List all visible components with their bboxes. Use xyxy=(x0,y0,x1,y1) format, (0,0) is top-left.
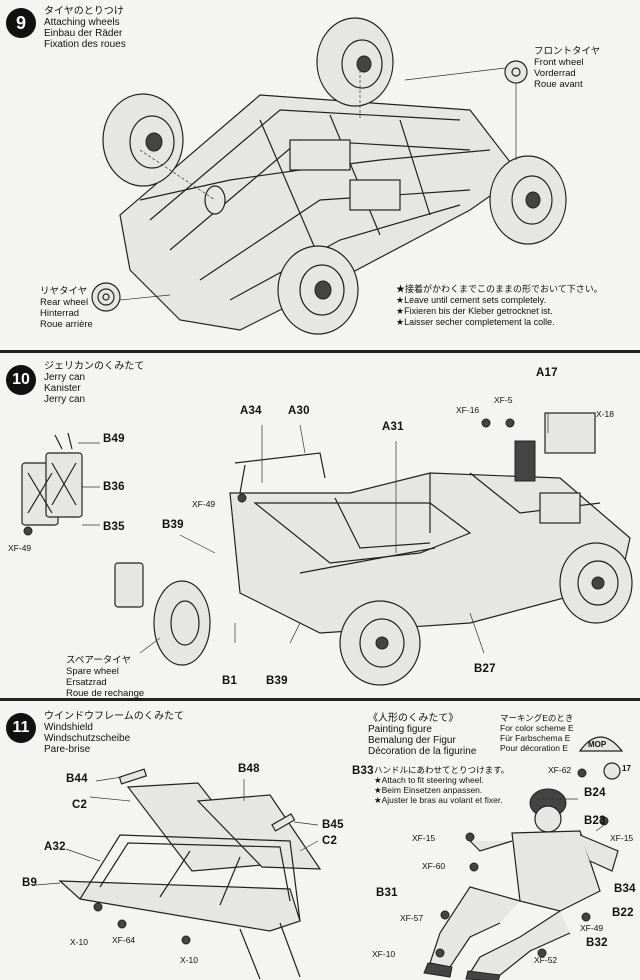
part-label-b27: B27 xyxy=(474,663,496,675)
part-label-a31: A31 xyxy=(382,421,404,433)
rear-left-wheel xyxy=(102,93,184,187)
paint-label-xf16: XF-16 xyxy=(456,405,480,415)
rear-wheel xyxy=(339,600,421,686)
paint-label-xf10: XF-10 xyxy=(372,949,396,959)
front-wheel xyxy=(559,542,633,624)
paint-label-xf15-b: XF-15 xyxy=(610,833,634,843)
b33-note: ハンドルにあわせてとりつけます。★Attach to fit steering … xyxy=(374,765,510,805)
paint-label-xf49-b: XF-49 xyxy=(192,499,216,509)
chassis-wheel-illustration xyxy=(91,17,567,335)
paint-label-xf52: XF-52 xyxy=(534,955,558,965)
divider xyxy=(0,698,640,701)
mop-badge: MOP xyxy=(588,740,607,749)
mop-helmet-icon xyxy=(578,736,624,780)
rear-hub-icon xyxy=(91,282,121,312)
part-label-b23: B23 xyxy=(584,815,606,827)
front-hub-icon xyxy=(504,60,528,84)
paint-label-xf5: XF-5 xyxy=(494,395,513,405)
part-label-b48: B48 xyxy=(238,763,260,775)
part-label-b45: B45 xyxy=(322,819,344,831)
cement-note: ★接着がかわくまでこのままの形でおいて下さい。★Leave until ceme… xyxy=(396,284,603,327)
seated-driver-figure xyxy=(423,788,619,980)
step-number: 10 xyxy=(6,365,36,395)
part-label-a32: A32 xyxy=(44,841,66,853)
divider xyxy=(0,350,640,353)
part-label-a34: A34 xyxy=(240,405,262,417)
figure-painting-title: 《人形のくみたて》Painting figure Bemalung der Fi… xyxy=(368,713,477,757)
paint-label-xf49: XF-49 xyxy=(580,923,604,933)
part-label-b39: B39 xyxy=(162,519,184,531)
spare-wheel xyxy=(153,580,211,666)
part-label-b1: B1 xyxy=(222,675,238,687)
step-ref-badge: 17 xyxy=(622,764,631,773)
part-label-b31: B31 xyxy=(376,887,398,899)
part-label-b39-b: B39 xyxy=(266,675,288,687)
step-number: 9 xyxy=(6,8,36,38)
part-label-a30: A30 xyxy=(288,405,310,417)
paint-label-xf49: XF-49 xyxy=(8,543,32,553)
paint-label-xf64: XF-64 xyxy=(112,935,136,945)
part-label-b24: B24 xyxy=(584,787,606,799)
part-label-b9: B9 xyxy=(22,877,38,889)
jerry-can-assembly xyxy=(21,432,83,526)
paint-label-x10-b: X-10 xyxy=(180,955,198,965)
step-number: 11 xyxy=(6,713,36,743)
part-label-c2: C2 xyxy=(72,799,88,811)
part-label-b35: B35 xyxy=(103,521,125,533)
paint-label-x18: X-18 xyxy=(596,409,614,419)
paint-label-x10: X-10 xyxy=(70,937,88,947)
part-label-b36: B36 xyxy=(103,481,125,493)
paint-label-xf57: XF-57 xyxy=(400,913,424,923)
paint-label-xf60: XF-60 xyxy=(422,861,446,871)
part-label-c2-b: C2 xyxy=(322,835,338,847)
part-label-b49: B49 xyxy=(103,433,125,445)
jeep-body-illustration xyxy=(21,412,633,686)
part-label-b22: B22 xyxy=(612,907,634,919)
part-label-b44: B44 xyxy=(66,773,88,785)
front-left-wheel-top xyxy=(316,17,394,107)
paint-label-xf62: XF-62 xyxy=(548,765,572,775)
windshield-figure-illustration xyxy=(35,736,624,980)
part-label-b34: B34 xyxy=(614,883,636,895)
part-label-b33: B33 xyxy=(352,765,374,777)
front-right-wheel xyxy=(489,155,567,245)
rear-right-wheel xyxy=(277,245,359,335)
paint-label-xf15: XF-15 xyxy=(412,833,436,843)
part-label-a17: A17 xyxy=(536,367,558,379)
part-label-b32: B32 xyxy=(586,937,608,949)
